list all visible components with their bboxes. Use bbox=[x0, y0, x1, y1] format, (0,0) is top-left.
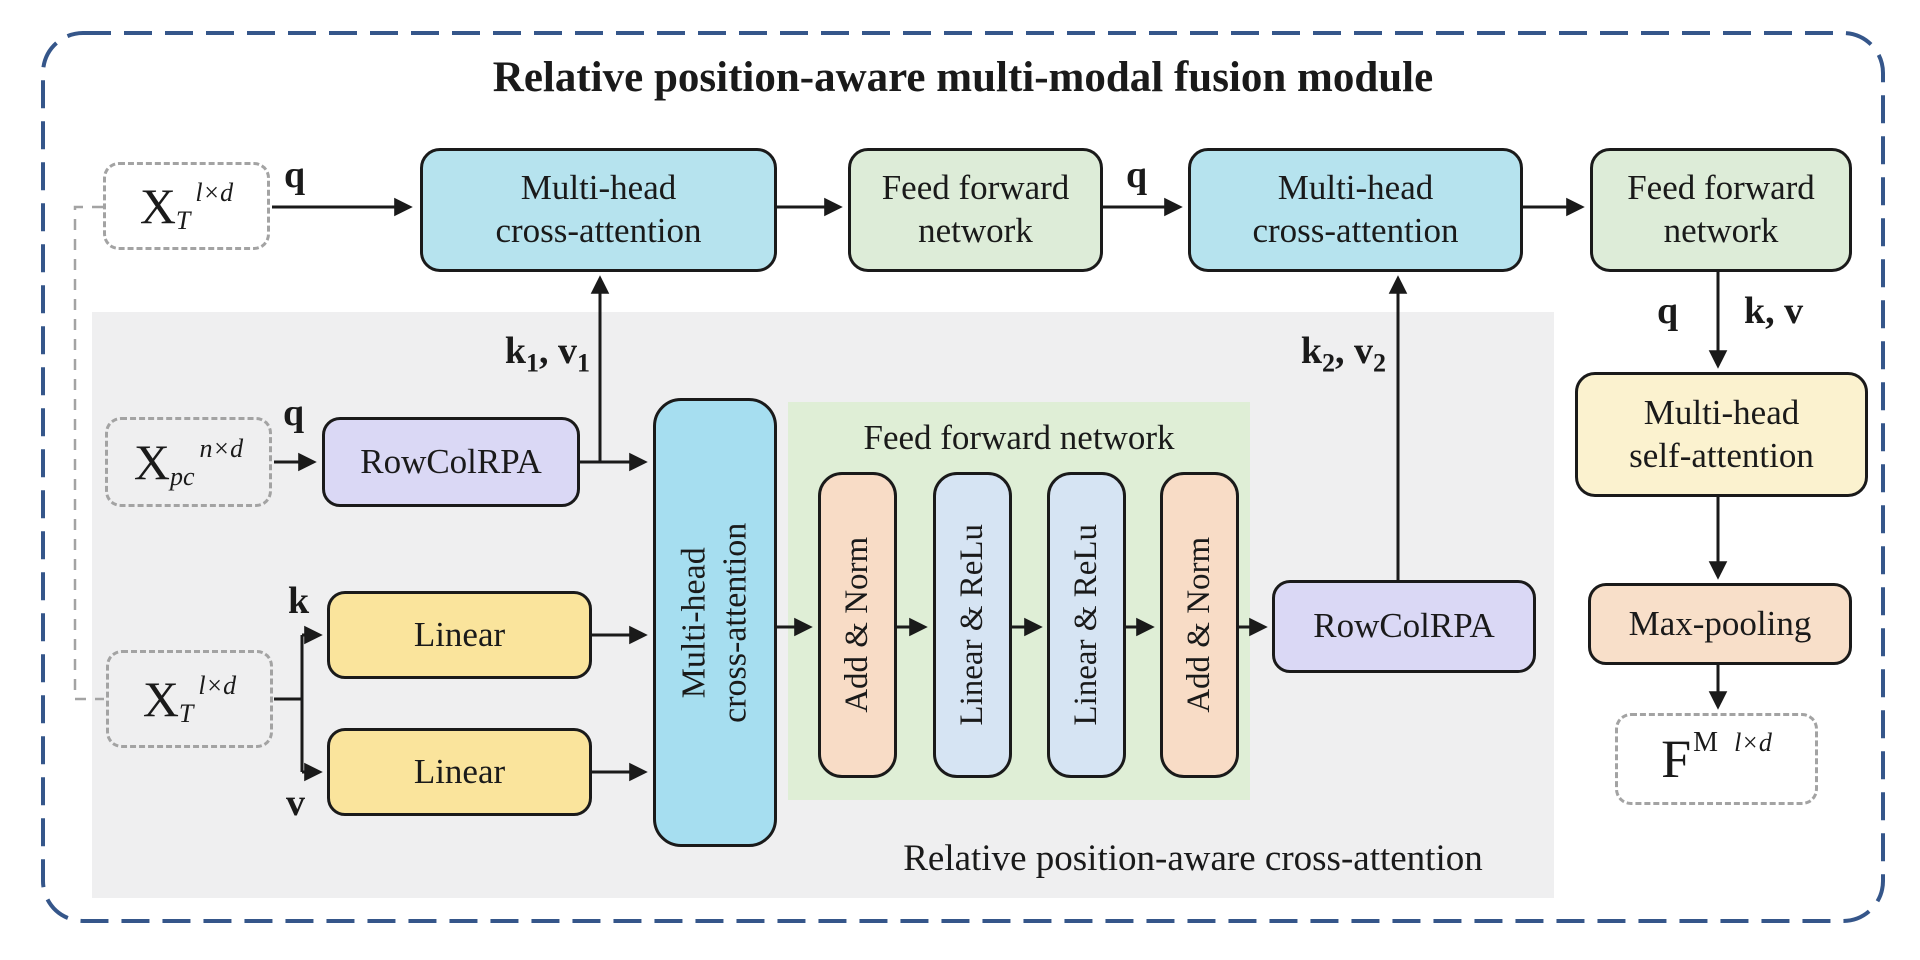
label-q-top-left: q bbox=[284, 154, 306, 196]
label-q-top-middle: q bbox=[1126, 154, 1148, 196]
label-v: v bbox=[286, 782, 305, 824]
label-kv-right: k, v bbox=[1744, 290, 1804, 332]
label-k2-v2: k2, v2 bbox=[1300, 330, 1386, 378]
module-title: Relative position-aware multi-modal fusi… bbox=[492, 54, 1434, 101]
linear-k-label: Linear bbox=[413, 614, 506, 654]
linear-relu-2-label: Linear & ReLu bbox=[1067, 524, 1104, 726]
feed-forward-region-label: Feed forward network bbox=[863, 418, 1175, 457]
linear-relu-1-label: Linear & ReLu bbox=[953, 524, 990, 726]
max-pooling-box: Max-pooling bbox=[1588, 583, 1852, 665]
add-norm-1-label: Add & Norm bbox=[838, 537, 875, 713]
rowcolrpa2-label: RowColRPA bbox=[1313, 606, 1495, 646]
linear-relu-2-box: Linear & ReLu bbox=[1047, 472, 1126, 778]
label-q-right: q bbox=[1657, 290, 1679, 332]
rowcolrpa-1-box: RowColRPA bbox=[322, 417, 580, 507]
linear-k-box: Linear bbox=[327, 591, 592, 679]
linear-relu-1-box: Linear & ReLu bbox=[933, 472, 1012, 778]
max-pooling-label: Max-pooling bbox=[1628, 603, 1812, 643]
rowcolrpa-2-box: RowColRPA bbox=[1272, 580, 1536, 673]
cross-attention-region-label: Relative position-aware cross-attention bbox=[903, 838, 1483, 879]
linear-v-label: Linear bbox=[413, 751, 506, 791]
add-norm-2-box: Add & Norm bbox=[1160, 472, 1239, 778]
add-norm-1-box: Add & Norm bbox=[818, 472, 897, 778]
label-k1-v1: k1, v1 bbox=[504, 330, 590, 378]
label-k: k bbox=[288, 580, 310, 622]
add-norm-2-label: Add & Norm bbox=[1180, 537, 1217, 713]
linear-v-box: Linear bbox=[327, 728, 592, 816]
label-q-pointcloud: q bbox=[283, 392, 305, 434]
rowcolrpa1-label: RowColRPA bbox=[360, 441, 542, 481]
